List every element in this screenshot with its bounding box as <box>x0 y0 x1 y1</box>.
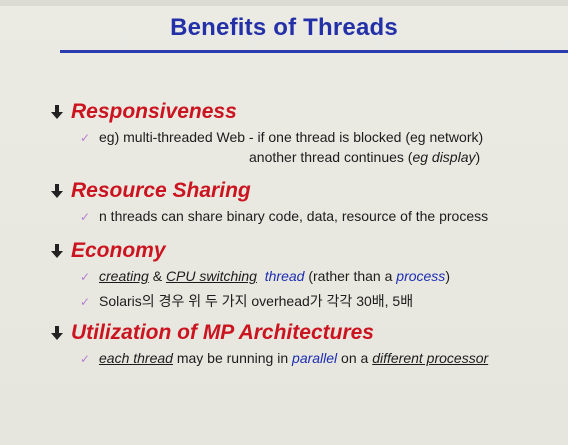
section-utilization: Utilization of MP Architectures ✓ each th… <box>48 320 568 369</box>
section-resource-sharing: Resource Sharing ✓ n threads can share bi… <box>48 178 568 227</box>
item-text: n threads can share binary code, data, r… <box>99 208 489 224</box>
heading-row: Economy <box>48 238 568 264</box>
item-text: ) <box>475 149 481 165</box>
arrow-bullet-icon <box>51 184 63 198</box>
item-text: on a <box>337 350 373 366</box>
item-text: another thread continues ( <box>249 149 413 165</box>
section-heading: Economy <box>71 239 166 262</box>
heading-row: Utilization of MP Architectures <box>48 320 568 346</box>
item-text: & <box>148 268 166 284</box>
slide-title: Benefits of Threads <box>170 14 398 41</box>
heading-row: Resource Sharing <box>48 178 568 204</box>
item-text: ) <box>445 268 450 284</box>
check-mark-icon: ✓ <box>80 270 91 284</box>
list-item: ✓ creating & CPU switching thread (rather… <box>80 267 568 287</box>
item-text: may be running in <box>172 350 293 366</box>
list-item: ✓each thread may be running in parallel … <box>80 349 568 369</box>
item-text: eg) multi-threaded Web - if one thread i… <box>99 129 484 145</box>
item-text-blue: process <box>396 268 446 284</box>
item-text-emph: creating <box>99 268 149 284</box>
list-item: ✓ Solaris의 경우 위 두 가지 overhead가 각각 30배, 5배 <box>80 292 568 312</box>
arrow-bullet-icon <box>51 326 63 340</box>
item-text: (rather than a <box>304 268 397 284</box>
section-heading: Resource Sharing <box>71 179 251 202</box>
check-mark-icon: ✓ <box>80 131 91 145</box>
list-item: ✓ n threads can share binary code, data, … <box>80 207 568 227</box>
item-text-emph: each thread <box>99 350 173 366</box>
item-text-emph: eg display <box>412 149 476 165</box>
heading-row: Responsiveness <box>48 99 568 125</box>
item-text-blue: thread <box>264 268 305 284</box>
arrow-bullet-icon <box>51 244 63 258</box>
check-mark-icon: ✓ <box>80 210 91 224</box>
item-text-blue: parallel <box>292 350 338 366</box>
item-text-emph: different processor <box>372 350 489 366</box>
section-heading: Utilization of MP Architectures <box>71 321 374 344</box>
item-text-emph: CPU switching <box>165 268 257 284</box>
top-bar <box>0 0 568 6</box>
check-mark-icon: ✓ <box>80 295 91 309</box>
list-item: ✓ eg) multi-threaded Web - if one thread … <box>80 128 568 148</box>
title-underline <box>60 50 568 53</box>
section-economy: Economy ✓ creating & CPU switching thread… <box>48 238 568 312</box>
arrow-bullet-icon <box>51 105 63 119</box>
section-responsiveness: Responsiveness ✓ eg) multi-threaded Web -… <box>48 99 568 167</box>
check-mark-icon: ✓ <box>80 352 91 366</box>
section-heading: Responsiveness <box>71 100 237 123</box>
list-item-continuation: another thread continues (eg display) <box>249 148 568 167</box>
item-text: Solaris의 경우 위 두 가지 overhead가 각각 30배, 5배 <box>99 293 414 309</box>
